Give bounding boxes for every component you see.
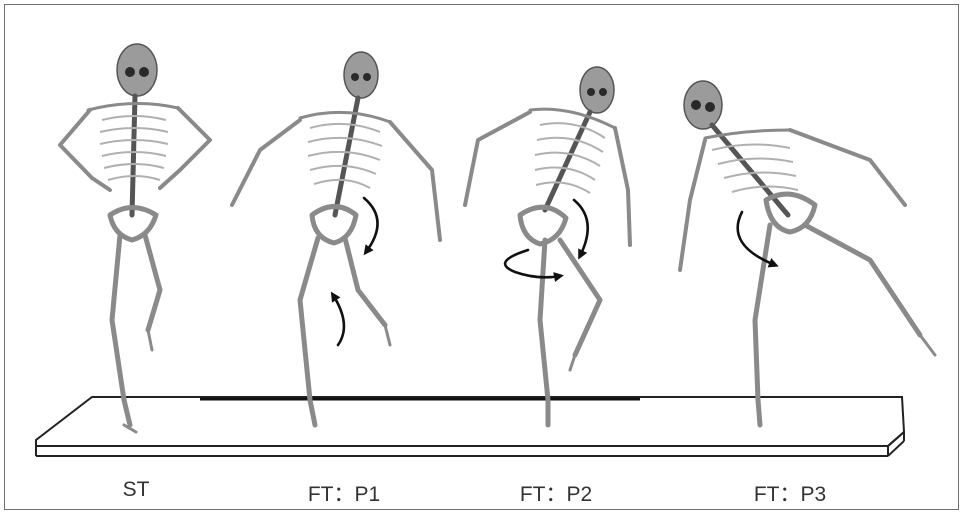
skeleton-ft-p3 [680, 81, 935, 425]
skeleton-ft-p1 [232, 52, 440, 425]
caption-st: ST [123, 478, 150, 502]
caption-ft-p2: FT：P2 [520, 478, 592, 508]
skeleton-ft-p2 [465, 67, 630, 425]
caption-ft-p1: FT：P1 [308, 478, 380, 508]
skeleton-st [60, 44, 210, 432]
balance-beam [36, 397, 904, 456]
caption-ft-p3: FT：P3 [754, 478, 826, 508]
